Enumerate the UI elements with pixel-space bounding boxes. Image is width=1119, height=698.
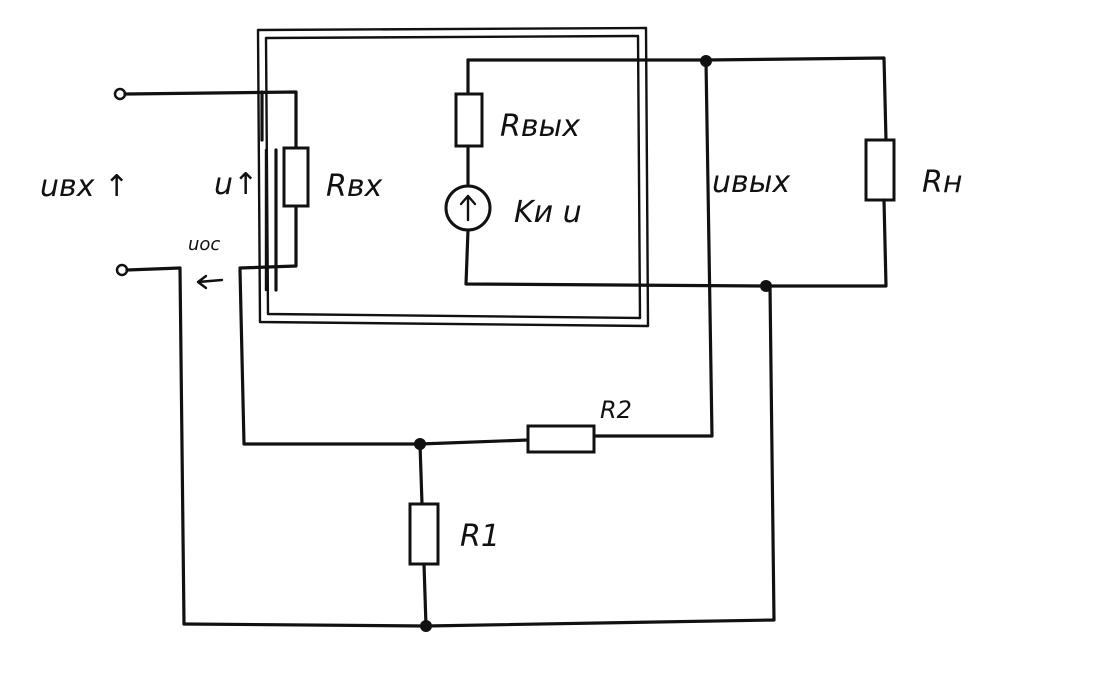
label-r2: R2 xyxy=(600,396,632,424)
label-r-in: Rвх xyxy=(326,169,383,204)
load-bottom-wire xyxy=(764,198,888,288)
r1-top-lead xyxy=(418,442,424,506)
r-out-resistor xyxy=(454,92,484,148)
r-in-resistor xyxy=(282,146,310,208)
feedback-voltage-arrow xyxy=(196,274,224,290)
load-top-wire xyxy=(704,56,888,142)
r2-resistor xyxy=(526,424,596,454)
amplifier-box xyxy=(256,26,650,328)
label-r-out: Rвых xyxy=(500,109,580,144)
label-u-amp: u↑ xyxy=(214,167,258,202)
label-u-fb: uос xyxy=(188,234,220,255)
ground-return-wire xyxy=(182,284,776,628)
feedback-wire-r2-right xyxy=(594,59,714,438)
input-terminal-bottom xyxy=(115,263,186,626)
label-r-load: Rн xyxy=(922,165,962,200)
r1-resistor xyxy=(408,502,440,566)
r-load-resistor xyxy=(864,138,896,202)
output-bottom-wire xyxy=(464,228,768,288)
input-resistor-lead xyxy=(238,204,298,270)
input-terminal-top xyxy=(113,87,298,152)
label-u-in: uвх ↑ xyxy=(40,169,129,204)
feedback-wire-r2-left xyxy=(238,268,530,446)
label-u-out: uвых xyxy=(712,165,790,200)
label-r1: R1 xyxy=(460,519,500,554)
r1-bottom-lead xyxy=(422,562,428,628)
ground-node xyxy=(420,620,432,632)
controlled-source xyxy=(444,184,492,232)
label-source-gain: Kи u xyxy=(514,195,582,230)
